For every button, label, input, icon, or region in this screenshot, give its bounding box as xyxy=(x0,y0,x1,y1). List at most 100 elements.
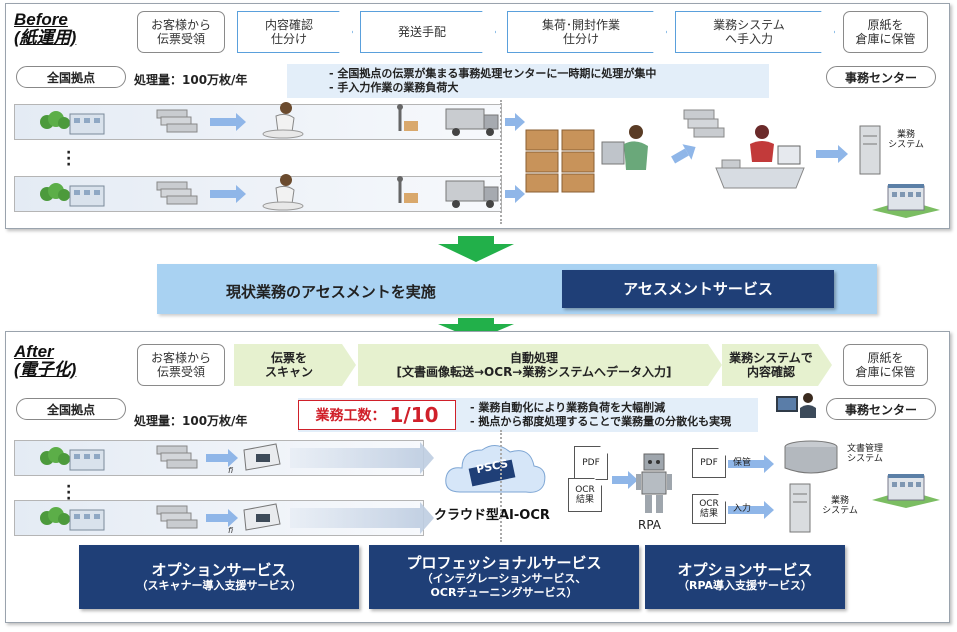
service-rpa-sub: （RPA導入支援サービス） xyxy=(677,579,813,592)
scanner-icon-1 xyxy=(243,443,281,471)
store-label: 保管 xyxy=(732,458,751,468)
after-note-1: - 業務自動化により業務負荷を大幅削減 xyxy=(470,401,666,414)
rpa-doc-pdf: PDF xyxy=(692,448,726,478)
after-arrow-2a xyxy=(206,509,238,527)
after-flow-arrow-1 xyxy=(290,442,434,474)
robot-icon xyxy=(636,453,672,513)
down-arrow-1 xyxy=(438,236,514,262)
scanner-icon-2 xyxy=(243,503,281,531)
assessment-service: アセスメントサービス xyxy=(562,270,834,308)
after-step-scan: 伝票を スキャン xyxy=(234,344,356,386)
assessment-service-label: アセスメントサービス xyxy=(623,280,773,298)
after-step-receive: お客様から 伝票受領 xyxy=(137,344,225,386)
after-site-icon-1 xyxy=(40,447,105,471)
after-center-worker-icon xyxy=(776,393,816,418)
after-note-2: - 拠点から都度処理することで業務量の分散化も実現 xyxy=(470,415,732,428)
before-arrow-to-system xyxy=(816,145,848,163)
before-notes: - 全国拠点の伝票が集まる事務処理センターに一時期に処理が集中 - 手入力作業の… xyxy=(287,64,769,98)
after-step-verify: 業務システムで 内容確認 xyxy=(722,344,832,386)
after-server-icon xyxy=(789,483,811,533)
desk-worker-icon xyxy=(715,125,805,189)
before-step-receive: お客様から 伝票受領 xyxy=(137,11,225,53)
before-arrow-1a xyxy=(210,113,246,131)
cloud-doc-pdf: PDF xyxy=(574,446,608,480)
before-arrow-lane2-out xyxy=(505,185,525,203)
before-worker-icon-2 xyxy=(262,174,304,211)
before-building-icon xyxy=(872,184,940,218)
center-worker-icon xyxy=(601,125,648,170)
after-sites-label: 全国拠点 xyxy=(16,398,126,420)
before-slips-icon-2 xyxy=(156,181,198,205)
after-volume: 処理量：100万枚/年 xyxy=(134,414,248,428)
service-scanner: オプションサービス （スキャナー導入支援サービス） xyxy=(79,545,359,609)
before-truck-icon-2 xyxy=(397,176,499,208)
database-icon xyxy=(784,440,838,474)
after-center-label: 事務センター xyxy=(826,398,936,420)
service-professional: プロフェッショナルサービス （インテグレーションサービス、 OCRチューニングサ… xyxy=(369,545,639,609)
cloud-label: クラウド型AI-OCR xyxy=(434,508,550,523)
after-slips-icon-1 xyxy=(156,445,198,469)
after-arrow-1a xyxy=(206,449,238,467)
service-rpa-title: オプションサービス xyxy=(677,561,813,579)
after-arrow-input xyxy=(728,501,774,519)
service-scanner-title: オプションサービス xyxy=(151,561,287,579)
workload-box: 業務工数： 1/10 xyxy=(298,400,456,430)
before-step-manual-input: 業務システム へ手入力 xyxy=(675,11,835,53)
scanner-brand-2: fi xyxy=(228,526,234,535)
after-slips-icon-2 xyxy=(156,505,198,529)
service-scanner-sub: （スキャナー導入支援サービス） xyxy=(136,579,302,592)
after-flow-arrow-2 xyxy=(290,502,434,534)
after-divider xyxy=(500,430,502,542)
after-building-icon xyxy=(872,474,940,508)
before-center-label: 事務センター xyxy=(826,66,936,88)
before-sites-label: 全国拠点 xyxy=(16,66,126,88)
assessment-label: 現状業務のアセスメントを実施 xyxy=(226,283,436,301)
before-arrow-lane1-out xyxy=(505,113,525,131)
before-arrow-2a xyxy=(210,185,246,203)
scanner-brand-1: fi xyxy=(228,466,234,475)
after-system-label: 業務 システム xyxy=(822,496,858,516)
before-title: Before (紙運用) xyxy=(14,11,76,47)
before-divider xyxy=(500,100,502,224)
before-step-archive: 原紙を 倉庫に保管 xyxy=(843,11,928,53)
before-note-2: - 手入力作業の業務負荷大 xyxy=(329,81,459,94)
after-arrow-to-rpa xyxy=(612,471,638,489)
after-lane-ellipsis: ··· xyxy=(66,479,72,507)
before-slips-icon-1 xyxy=(156,109,198,133)
input-label: 入力 xyxy=(732,504,751,514)
before-site-icon-2 xyxy=(40,183,105,207)
before-lane-ellipsis: ··· xyxy=(66,145,72,173)
after-title-line2: (電子化) xyxy=(14,360,77,379)
cloud-icon xyxy=(445,445,546,493)
before-volume: 処理量：100万枚/年 xyxy=(134,73,248,87)
before-step-shipping: 発送手配 xyxy=(360,11,496,53)
before-truck-icon-1 xyxy=(397,104,499,136)
after-step-auto: 自動処理 [文書画像転送→OCR→業務システムへデータ入力] xyxy=(358,344,722,386)
before-note-1: - 全国拠点の伝票が集まる事務処理センターに一時期に処理が集中 xyxy=(329,67,657,80)
after-site-icon-2 xyxy=(40,507,105,531)
before-title-line1: Before xyxy=(14,10,68,29)
rpa-doc-ocr: OCR 結果 xyxy=(692,494,726,524)
after-step-archive: 原紙を 倉庫に保管 xyxy=(843,344,928,386)
service-rpa: オプションサービス （RPA導入支援サービス） xyxy=(645,545,845,609)
cloud-doc-ocr: OCR 結果 xyxy=(568,478,602,512)
workload-value: 1/10 xyxy=(389,403,439,427)
down-arrow-2 xyxy=(438,318,514,340)
rpa-label: RPA xyxy=(638,518,662,532)
before-step-check: 内容確認 仕分け xyxy=(237,11,353,53)
workload-label: 業務工数： xyxy=(315,408,386,424)
after-title-line1: After xyxy=(14,342,54,361)
before-system-label: 業務 システム xyxy=(888,130,924,150)
before-title-line2: (紙運用) xyxy=(14,28,77,47)
service-professional-sub: （インテグレーションサービス、 OCRチューニングサービス） xyxy=(421,572,587,599)
before-site-icon-1 xyxy=(40,111,105,135)
service-professional-title: プロフェッショナルサービス xyxy=(406,554,602,572)
before-step-collect: 集荷･開封作業 仕分け xyxy=(507,11,667,53)
after-title: After (電子化) xyxy=(14,343,76,379)
before-server-icon xyxy=(859,125,881,175)
after-arrow-store xyxy=(728,455,774,473)
docmgmt-label: 文書管理 システム xyxy=(846,444,883,464)
boxes-icon xyxy=(525,129,595,193)
center-slips-icon xyxy=(683,109,725,138)
before-worker-icon-1 xyxy=(262,102,304,139)
